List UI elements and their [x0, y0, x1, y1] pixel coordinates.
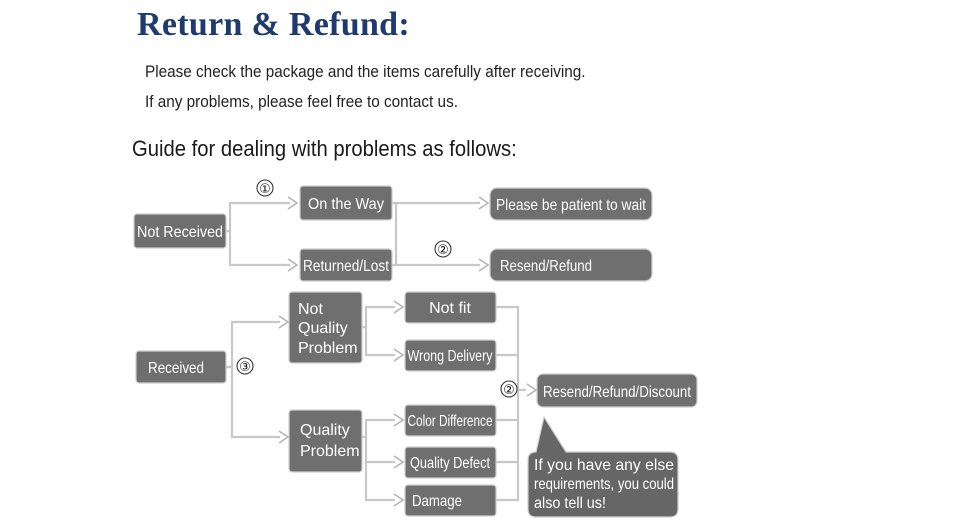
box-returned-lost-label: Returned/Lost [303, 258, 389, 275]
box-resend-refund-discount-label: Resend/Refund/Discount [543, 384, 691, 401]
intro-line-2: If any problems, please feel free to con… [145, 92, 458, 111]
connectors-received [226, 300, 538, 507]
marker-2-top-label: ② [437, 243, 449, 258]
box-resend-refund-discount: Resend/Refund/Discount [536, 373, 698, 408]
box-color-difference: Color Difference [404, 404, 497, 437]
note-line-3: also tell us! [534, 495, 606, 512]
box-received-label: Received [148, 360, 204, 377]
box-please-wait-label: Please be patient to wait [496, 197, 646, 214]
box-not-quality-problem: Not Quality Problem [288, 291, 363, 364]
marker-3-label: ③ [239, 360, 251, 375]
box-quality-problem-line2: Problem [300, 443, 360, 460]
note-line-1: If you have any else [534, 457, 674, 474]
box-on-the-way-label: On the Way [308, 196, 384, 213]
box-wrong-delivery-label: Wrong Delivery [408, 348, 493, 365]
box-not-fit: Not fit [404, 291, 497, 324]
box-received: Received [135, 350, 227, 384]
box-damage-label: Damage [412, 493, 462, 510]
box-resend-refund: Resend/Refund [489, 248, 653, 282]
marker-2-top: ② [434, 240, 452, 258]
marker-1-label: ① [259, 182, 271, 197]
box-not-fit-label: Not fit [429, 300, 471, 317]
box-returned-lost: Returned/Lost [299, 248, 393, 282]
box-not-received-label: Not Received [137, 224, 223, 241]
box-not-received: Not Received [133, 213, 227, 249]
box-quality-defect-label: Quality Defect [410, 455, 490, 472]
box-not-quality-problem-line3: Problem [298, 340, 358, 357]
guide-heading: Guide for dealing with problems as follo… [132, 136, 517, 161]
marker-2-bottom: ② [500, 380, 518, 398]
box-resend-refund-label: Resend/Refund [500, 258, 592, 275]
box-damage: Damage [404, 484, 497, 517]
box-please-wait: Please be patient to wait [489, 187, 653, 221]
connectors-not-received [226, 196, 490, 272]
box-not-quality-problem-line1: Not [298, 301, 323, 318]
page-title: Return & Refund: [137, 6, 411, 43]
box-not-quality-problem-line2: Quality [298, 320, 348, 337]
box-wrong-delivery: Wrong Delivery [404, 339, 497, 372]
intro-line-1: Please check the package and the items c… [145, 62, 586, 81]
box-color-difference-label: Color Difference [408, 413, 493, 430]
note-line-2: requirements, you could [534, 476, 674, 493]
box-quality-problem-line1: Quality [300, 422, 350, 439]
box-on-the-way: On the Way [299, 185, 393, 221]
note-bubble: If you have any else requirements, you c… [527, 415, 679, 518]
box-quality-problem: Quality Problem [288, 409, 363, 473]
box-quality-defect: Quality Defect [404, 446, 497, 479]
marker-3: ③ [236, 357, 254, 375]
marker-1: ① [256, 179, 274, 197]
marker-2-bottom-label: ② [503, 383, 515, 398]
